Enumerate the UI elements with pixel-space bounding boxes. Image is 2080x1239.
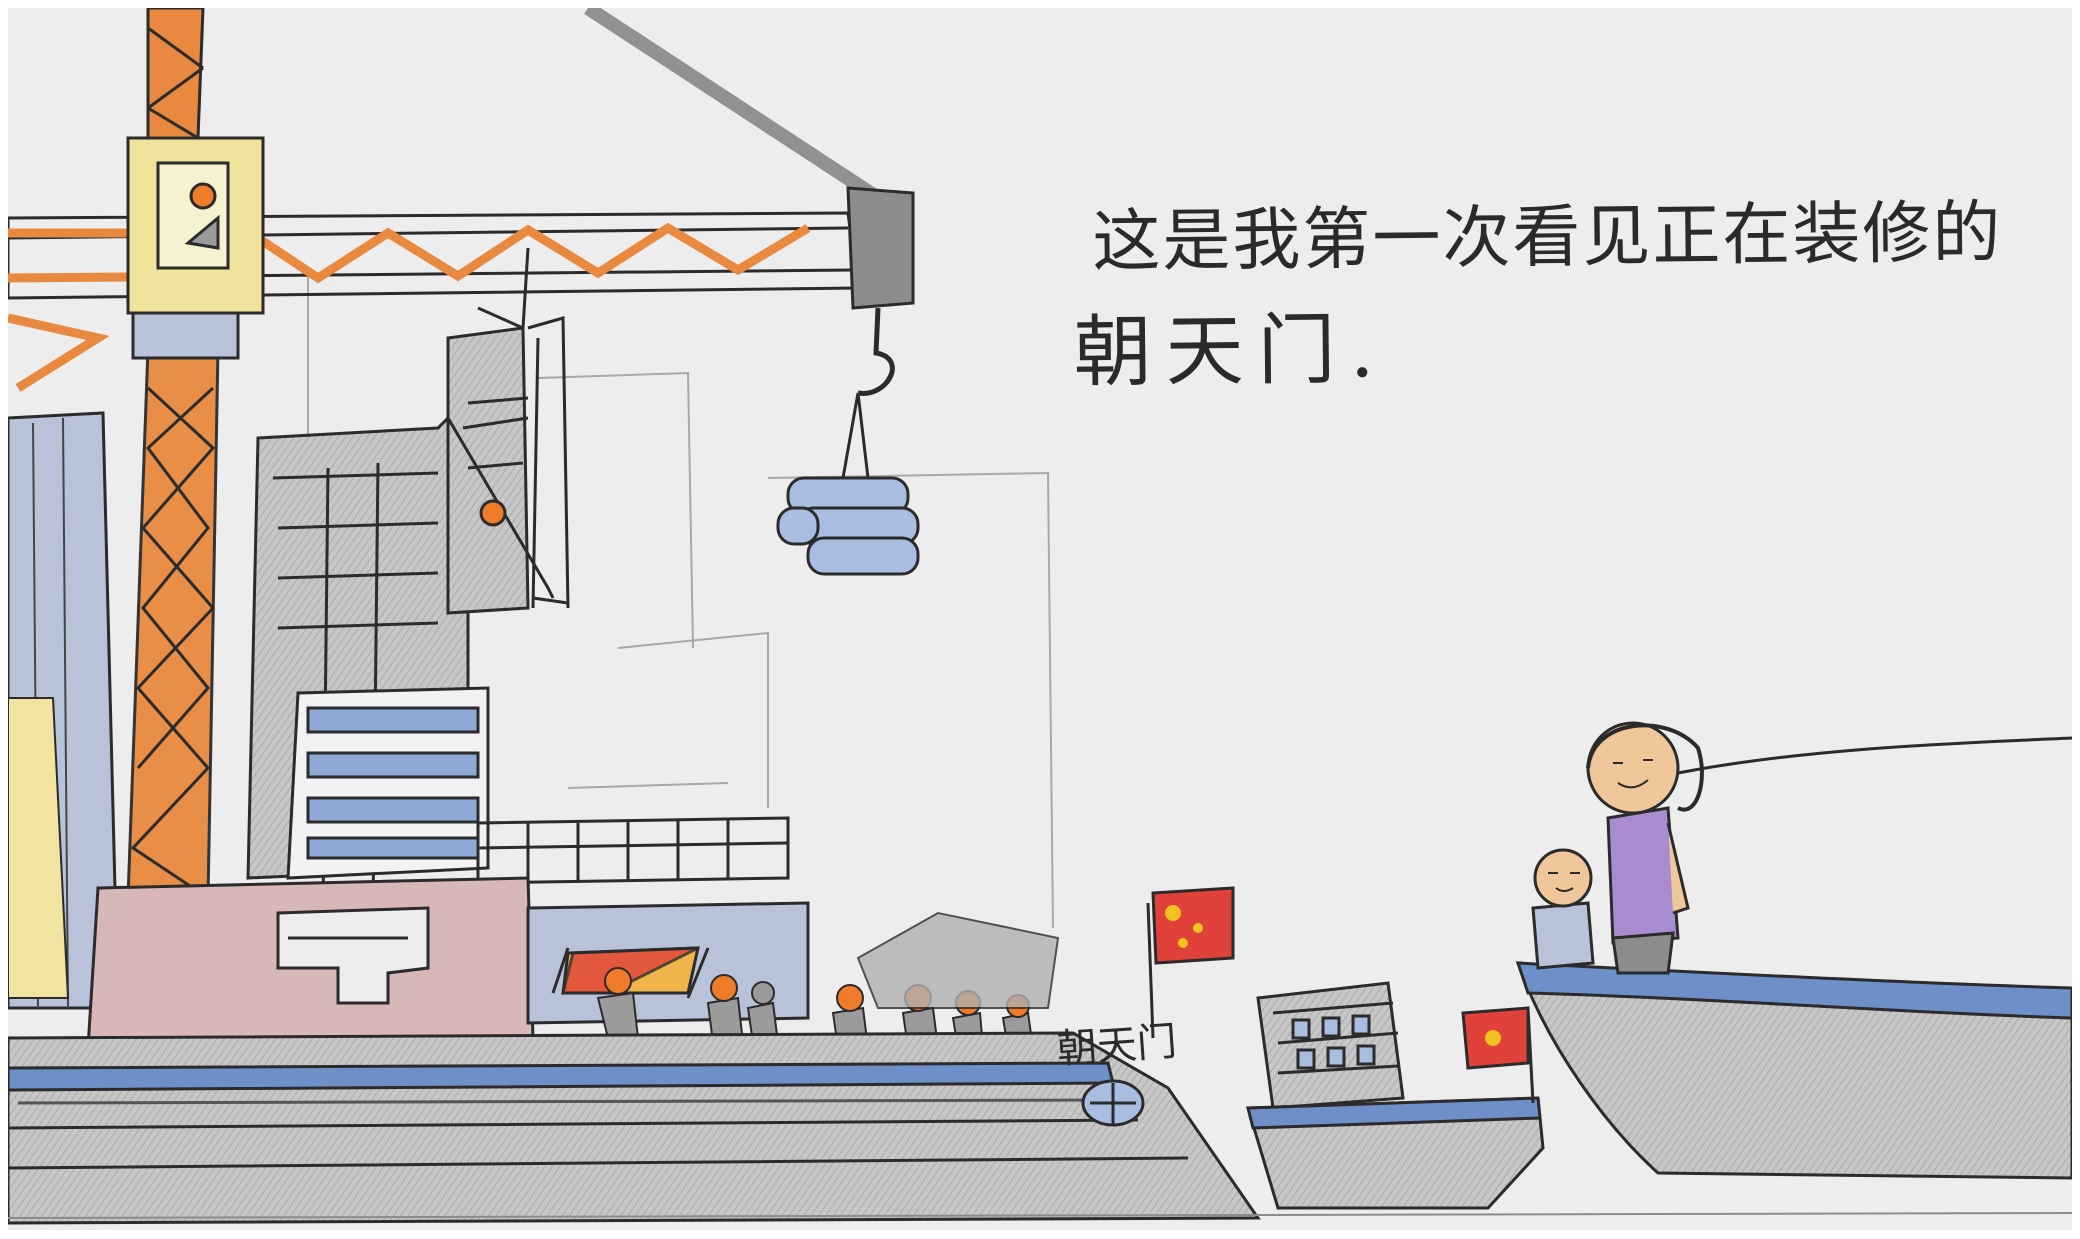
hanging-pipes — [776, 476, 920, 576]
pink-deckhouse — [86, 876, 810, 1050]
caption-line-1: 这是我第一次看见正在装修的 — [1092, 193, 2003, 283]
tower-crane — [8, 8, 920, 900]
paper-sheet: 朝天门 — [8, 8, 2072, 1230]
main-ship-hull — [8, 1031, 1261, 1225]
ship-superstructure — [246, 247, 790, 909]
ship-name-label: 朝天门 — [1055, 1019, 1178, 1073]
chinese-flag-main-ship — [1146, 886, 1235, 1039]
child-drawing: 朝天门 — [8, 8, 2072, 1225]
worker — [706, 974, 745, 1044]
girl-figure — [1586, 721, 1704, 975]
small-ferry-boat — [1246, 981, 1545, 1210]
red-banner — [551, 946, 710, 999]
worker — [596, 967, 640, 1039]
water-line — [8, 1212, 2072, 1219]
left-building — [8, 411, 120, 1010]
handwritten-caption: 这是我第一次看见正在装修的 朝天门. — [1073, 178, 2054, 408]
observation-boat — [1515, 736, 2072, 1180]
child-figure — [1531, 848, 1595, 970]
caption-line-2: 朝天门. — [1073, 304, 1389, 399]
